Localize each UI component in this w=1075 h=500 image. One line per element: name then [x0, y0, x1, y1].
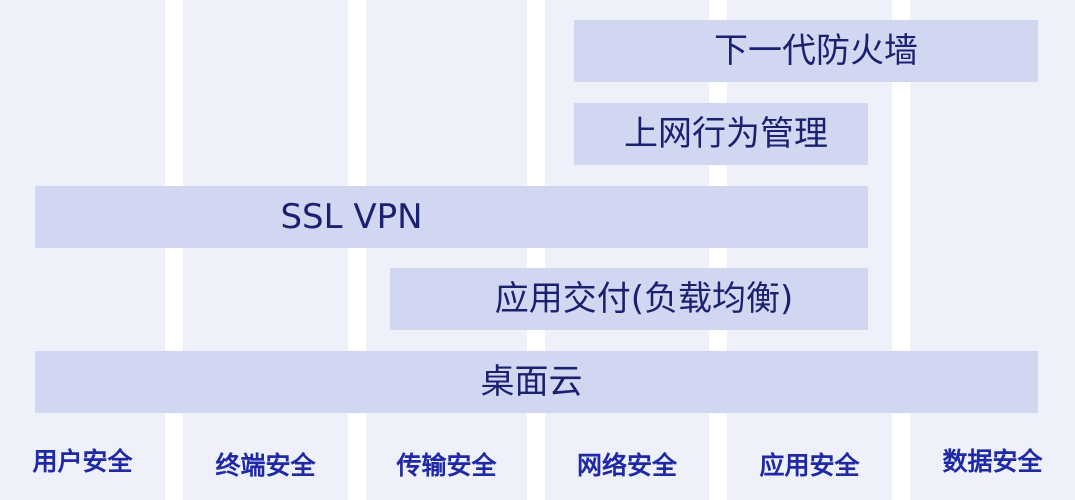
column-label-data-security: 数据安全: [942, 447, 1043, 476]
bar-internet-behavior-management: 上网行为管理: [574, 103, 868, 165]
column-separator: [527, 0, 545, 500]
bar-desktop-cloud: 桌面云: [35, 351, 1038, 413]
column-label-user-security: 用户安全: [32, 447, 133, 476]
bar-application-delivery: 应用交付(负载均衡): [390, 268, 868, 330]
column-label-terminal-security: 终端安全: [215, 451, 316, 480]
bar-ssl-vpn: SSL VPN: [35, 186, 868, 248]
column-separator: [348, 0, 366, 500]
column-label-network-security: 网络安全: [576, 451, 677, 480]
column-separator: [165, 0, 183, 500]
bar-next-gen-firewall: 下一代防火墙: [574, 20, 1038, 82]
column-label-transport-security: 传输安全: [396, 451, 497, 480]
column-label-application-security: 应用安全: [759, 451, 860, 480]
